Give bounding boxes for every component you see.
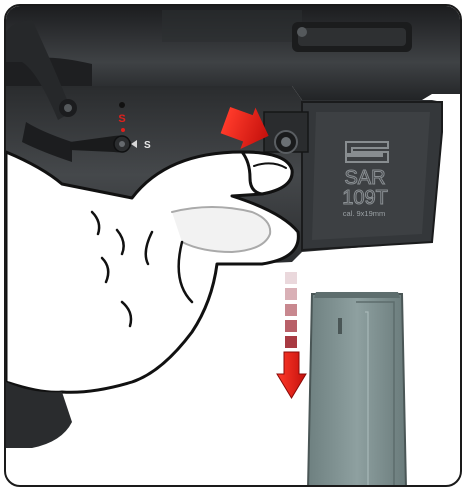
fire-mark: S [144,140,151,151]
drop-motion-trail [285,272,297,348]
safe-dot [121,128,125,132]
drop-arrow-icon [277,352,306,398]
magazine [308,292,406,487]
illustration-frame: S S SAR 109T cal. 9x19mm [4,4,462,487]
upper-pin [297,27,307,37]
safe-mark: S [118,113,125,125]
model-line1: SAR [344,167,385,189]
hand [6,152,298,392]
model-line2: 109T [342,187,388,209]
receiver-markings: SAR 109T cal. 9x19mm [342,142,388,218]
magazine-release-illustration: S S SAR 109T cal. 9x19mm [6,6,462,487]
caliber-marking: cal. 9x19mm [343,209,386,218]
upper-receiver [6,6,462,100]
magazine-notch [338,318,342,334]
magazine-release-button[interactable] [275,131,297,153]
